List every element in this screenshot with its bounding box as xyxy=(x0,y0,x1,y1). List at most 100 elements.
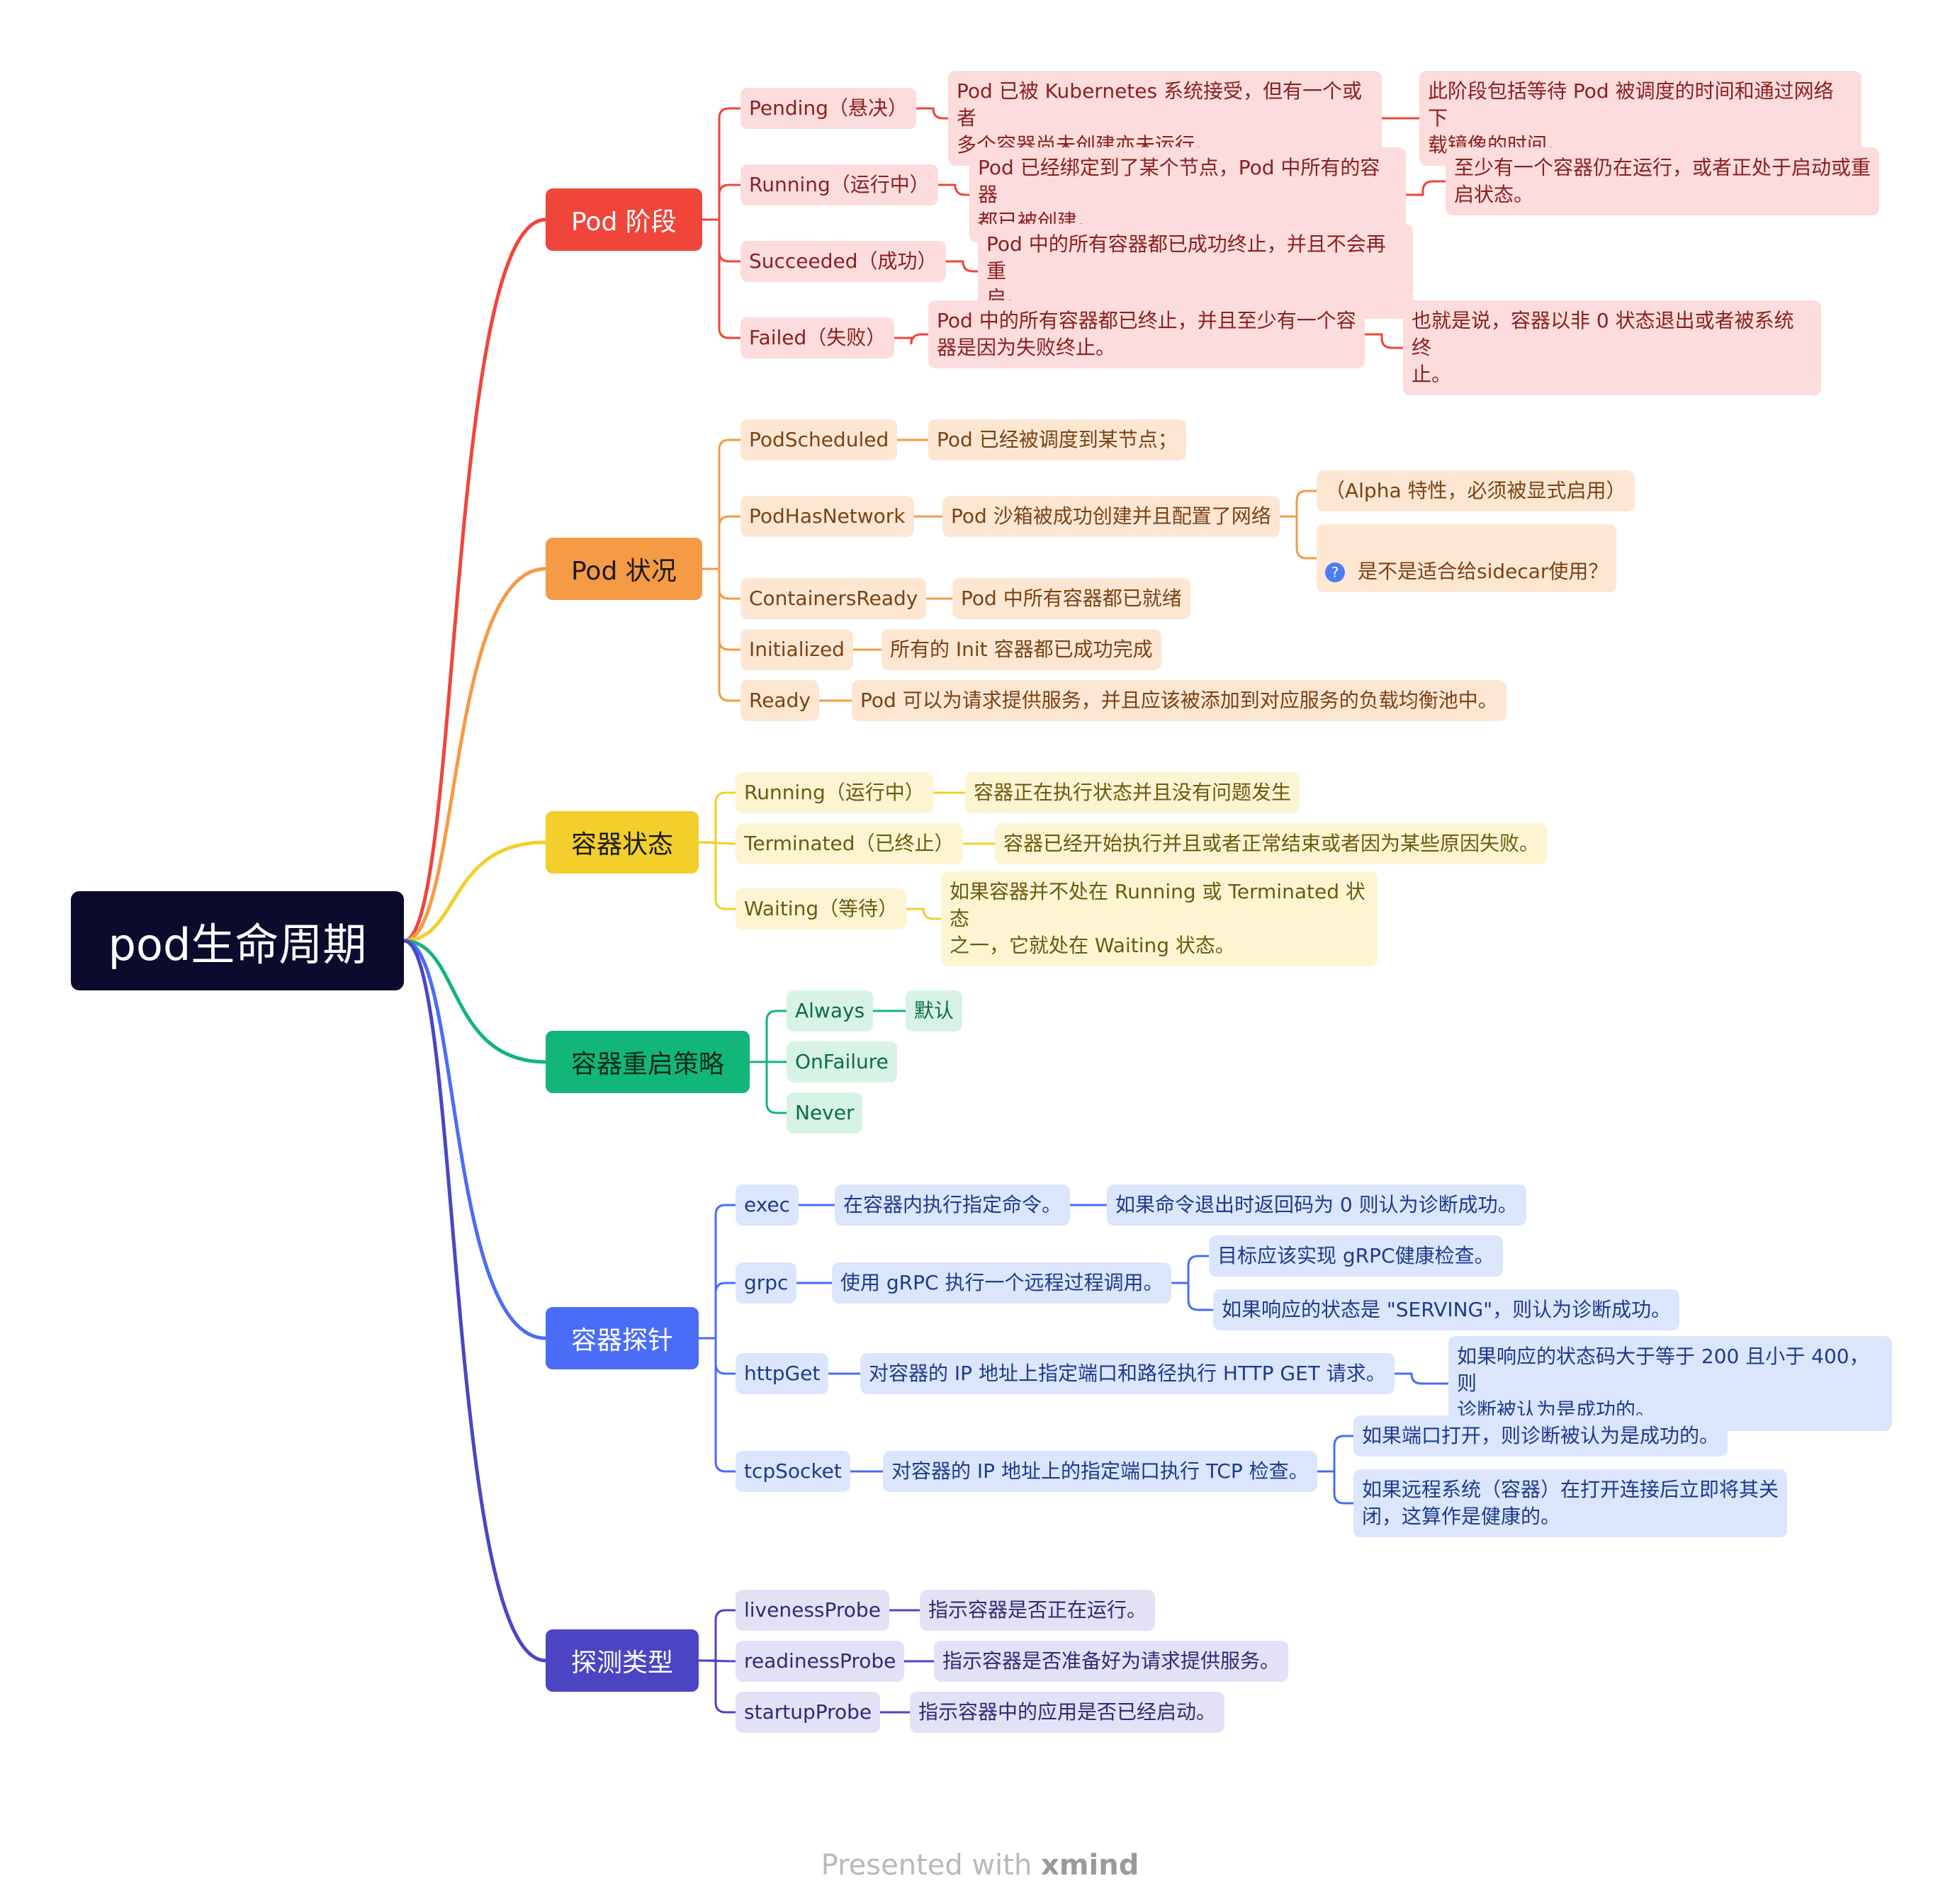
link-root-branch-probe-type xyxy=(402,939,548,1663)
restart-onfailure[interactable]: OnFailure xyxy=(787,1041,897,1082)
link-cond-podhasnetwork-desc xyxy=(1278,490,1318,518)
root-topic[interactable]: pod生命周期 xyxy=(71,891,404,990)
phase-pending[interactable]: Pending（悬决） xyxy=(740,88,916,129)
cond-podscheduled-desc[interactable]: Pod 已经被调度到某节点； xyxy=(928,419,1186,460)
phase-failed[interactable]: Failed（失败） xyxy=(740,317,895,358)
link-branch-pod-phase xyxy=(701,107,742,221)
link-branch-pod-conditions xyxy=(701,439,742,570)
cond-podhasnetwork-question-note[interactable]: ? 是不是适合给sidecar使用？ xyxy=(1317,524,1617,592)
probe-exec[interactable]: exec xyxy=(736,1184,799,1226)
link-branch-restart-policy xyxy=(748,1061,788,1114)
probe-type-startup[interactable]: startupProbe xyxy=(736,1692,881,1733)
question-note-text: 是不是适合给sidecar使用？ xyxy=(1358,560,1609,583)
state-waiting-desc[interactable]: 如果容器并不处在 Running 或 Terminated 状态 之一，它就处在… xyxy=(941,871,1378,966)
probe-type-liveness-desc[interactable]: 指示容器是否正在运行。 xyxy=(920,1590,1156,1631)
cond-initialized[interactable]: Initialized xyxy=(740,629,853,670)
link-branch-container-state xyxy=(697,791,737,844)
probe-httpget[interactable]: httpGet xyxy=(736,1353,829,1394)
cond-containersready-desc[interactable]: Pod 中所有容器都已就绪 xyxy=(952,578,1190,619)
link-branch-container-probe xyxy=(697,1337,737,1375)
probe-type-readiness[interactable]: readinessProbe xyxy=(736,1641,905,1682)
link-branch-container-probe xyxy=(697,1337,737,1473)
link-branch-container-state xyxy=(697,841,737,910)
link-state-waiting xyxy=(905,907,942,920)
cond-containersready[interactable]: ContainersReady xyxy=(740,578,927,619)
link-cond-podhasnetwork-desc xyxy=(1278,515,1318,560)
probe-grpc-note1[interactable]: 目标应该实现 gRPC健康检查。 xyxy=(1209,1235,1503,1277)
link-root-branch-container-state xyxy=(402,840,548,943)
link-phase-failed xyxy=(893,333,930,345)
branch-pod-conditions[interactable]: Pod 状况 xyxy=(546,538,702,600)
cond-initialized-desc[interactable]: 所有的 Init 容器都已成功完成 xyxy=(882,629,1161,670)
restart-always-desc[interactable]: 默认 xyxy=(906,990,963,1031)
branch-pod-phase[interactable]: Pod 阶段 xyxy=(546,188,702,251)
cond-ready[interactable]: Ready xyxy=(740,680,819,721)
branch-restart-policy[interactable]: 容器重启策略 xyxy=(546,1031,750,1093)
link-branch-pod-phase xyxy=(701,218,742,339)
probe-type-liveness[interactable]: livenessProbe xyxy=(736,1590,889,1631)
link-branch-restart-policy xyxy=(748,1010,788,1063)
link-phase-failed-desc xyxy=(1363,333,1404,349)
link-branch-pod-conditions xyxy=(701,567,742,702)
probe-type-readiness-desc[interactable]: 指示容器是否准备好为请求提供服务。 xyxy=(934,1641,1289,1682)
probe-tcpsocket-note2[interactable]: 如果远程系统（容器）在打开连接后立即将其关 闭，这算作是健康的。 xyxy=(1353,1469,1787,1537)
probe-tcpsocket-desc[interactable]: 对容器的 IP 地址上的指定端口执行 TCP 检查。 xyxy=(883,1451,1317,1492)
branch-probe-type[interactable]: 探测类型 xyxy=(546,1629,699,1692)
xmind-logo: xmind xyxy=(1041,1849,1139,1882)
probe-type-startup-desc[interactable]: 指示容器中的应用是否已经启动。 xyxy=(910,1692,1225,1733)
probe-exec-desc[interactable]: 在容器内执行指定命令。 xyxy=(835,1184,1071,1226)
link-phase-running xyxy=(937,183,971,196)
link-branch-container-probe xyxy=(697,1204,737,1340)
link-branch-pod-phase xyxy=(701,183,742,221)
link-probe-httpget-desc xyxy=(1393,1372,1450,1385)
phase-failed-desc[interactable]: Pod 中的所有容器都已终止，并且至少有一个容 器是因为失败终止。 xyxy=(928,300,1365,368)
cond-podhasnetwork[interactable]: PodHasNetwork xyxy=(740,496,914,537)
link-probe-tcpsocket-desc xyxy=(1316,1470,1355,1505)
link-branch-pod-conditions xyxy=(701,567,742,651)
link-branch-pod-conditions xyxy=(701,515,742,570)
probe-grpc-desc[interactable]: 使用 gRPC 执行一个远程过程调用。 xyxy=(832,1262,1172,1304)
question-icon: ? xyxy=(1325,562,1345,582)
phase-succeeded[interactable]: Succeeded（成功） xyxy=(740,241,946,282)
link-branch-pod-conditions xyxy=(701,567,742,600)
state-running-desc[interactable]: 容器正在执行状态并且没有问题发生 xyxy=(965,772,1300,813)
link-root-branch-container-probe xyxy=(402,939,548,1340)
phase-failed-note[interactable]: 也就是说，容器以非 0 状态退出或者被系统终 止。 xyxy=(1403,300,1821,395)
state-terminated[interactable]: Terminated（已终止） xyxy=(736,823,963,864)
xmind-footer: Presented with xmind xyxy=(0,1849,1960,1882)
probe-tcpsocket[interactable]: tcpSocket xyxy=(736,1451,850,1492)
probe-exec-note[interactable]: 如果命令退出时返回码为 0 则认为诊断成功。 xyxy=(1107,1184,1526,1226)
restart-always[interactable]: Always xyxy=(787,990,874,1031)
link-phase-pending xyxy=(915,107,950,120)
link-phase-succeeded xyxy=(945,260,979,273)
link-branch-probe-type xyxy=(697,1659,737,1714)
cond-podhasnetwork-alpha-note[interactable]: （Alpha 特性，必须被显式启用） xyxy=(1317,470,1635,511)
probe-tcpsocket-note1[interactable]: 如果端口打开，则诊断被认为是成功的。 xyxy=(1353,1415,1728,1457)
probe-httpget-desc[interactable]: 对容器的 IP 地址上指定端口和路径执行 HTTP GET 请求。 xyxy=(860,1353,1395,1394)
phase-running-note[interactable]: 至少有一个容器仍在运行，或者正处于启动或重 启状态。 xyxy=(1446,147,1879,215)
link-phase-running-desc xyxy=(1404,180,1447,196)
phase-running[interactable]: Running（运行中） xyxy=(740,164,938,205)
state-terminated-desc[interactable]: 容器已经开始执行并且或者正常结束或者因为某些原因失败。 xyxy=(995,823,1548,864)
branch-container-state[interactable]: 容器状态 xyxy=(546,811,699,873)
link-root-branch-restart-policy xyxy=(402,939,548,1064)
link-branch-pod-phase xyxy=(701,218,742,263)
link-root-branch-pod-conditions xyxy=(402,567,548,943)
link-probe-tcpsocket-desc xyxy=(1316,1435,1355,1473)
cond-ready-desc[interactable]: Pod 可以为请求提供服务，并且应该被添加到对应服务的负载均衡池中。 xyxy=(852,680,1506,721)
state-waiting[interactable]: Waiting（等待） xyxy=(736,888,907,929)
probe-grpc-note2[interactable]: 如果响应的状态是 "SERVING"，则认为诊断成功。 xyxy=(1213,1289,1680,1330)
link-probe-grpc-desc xyxy=(1170,1282,1215,1311)
cond-podscheduled[interactable]: PodScheduled xyxy=(740,419,898,460)
state-running[interactable]: Running（运行中） xyxy=(736,772,933,813)
branch-container-probe[interactable]: 容器探针 xyxy=(546,1307,699,1369)
link-probe-grpc-desc xyxy=(1170,1255,1210,1284)
link-branch-probe-type xyxy=(697,1609,737,1662)
link-branch-container-probe xyxy=(697,1282,737,1340)
link-root-branch-pod-phase xyxy=(402,217,548,943)
probe-grpc[interactable]: grpc xyxy=(736,1262,797,1304)
cond-podhasnetwork-desc[interactable]: Pod 沙箱被成功创建并且配置了网络 xyxy=(942,496,1280,537)
probe-httpget-note[interactable]: 如果响应的状态码大于等于 200 且小于 400，则 诊断被认为是成功的。 xyxy=(1448,1336,1892,1431)
restart-never[interactable]: Never xyxy=(787,1092,863,1133)
